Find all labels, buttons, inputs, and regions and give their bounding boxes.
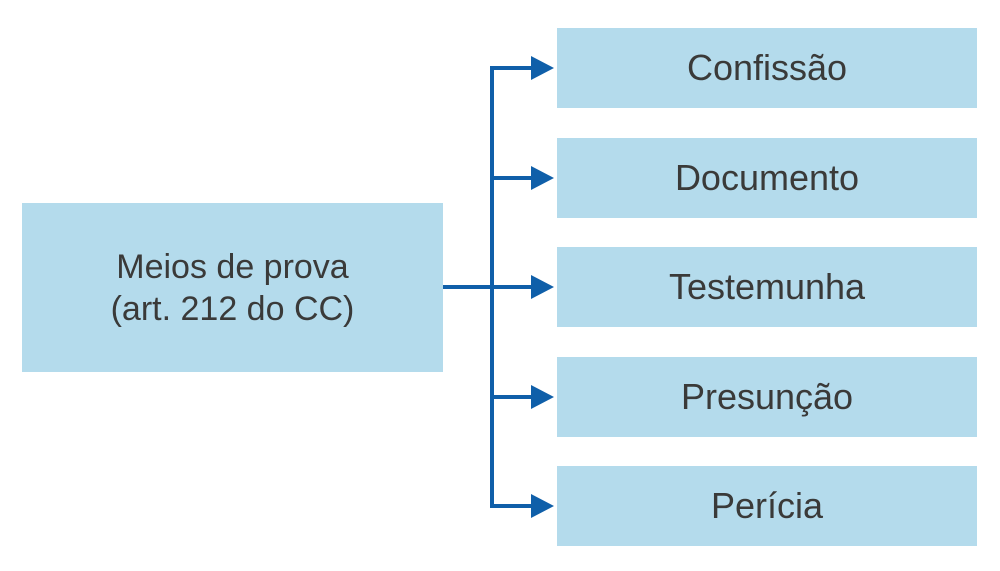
root-node-meios-de-prova: Meios de prova (art. 212 do CC) (22, 203, 443, 372)
child-node-documento: Documento (557, 138, 977, 218)
child-node-label: Documento (674, 157, 860, 198)
child-node-pericia: Perícia (557, 466, 977, 546)
root-node-label-line2: (art. 212 do CC) (110, 289, 355, 328)
child-node-presuncao: Presunção (557, 357, 977, 437)
arrowhead-icon (531, 166, 554, 190)
child-node-label: Perícia (710, 485, 824, 526)
arrowhead-icon (531, 56, 554, 80)
root-node-label-line1: Meios de prova (116, 247, 349, 286)
arrowhead-icon (531, 275, 554, 299)
child-node-label: Presunção (680, 376, 854, 417)
arrowhead-icon (531, 385, 554, 409)
child-node-testemunha: Testemunha (557, 247, 977, 327)
child-node-label: Testemunha (668, 266, 866, 307)
arrowhead-icon (531, 494, 554, 518)
child-node-label: Confissão (686, 47, 848, 88)
child-node-confissao: Confissão (557, 28, 977, 108)
